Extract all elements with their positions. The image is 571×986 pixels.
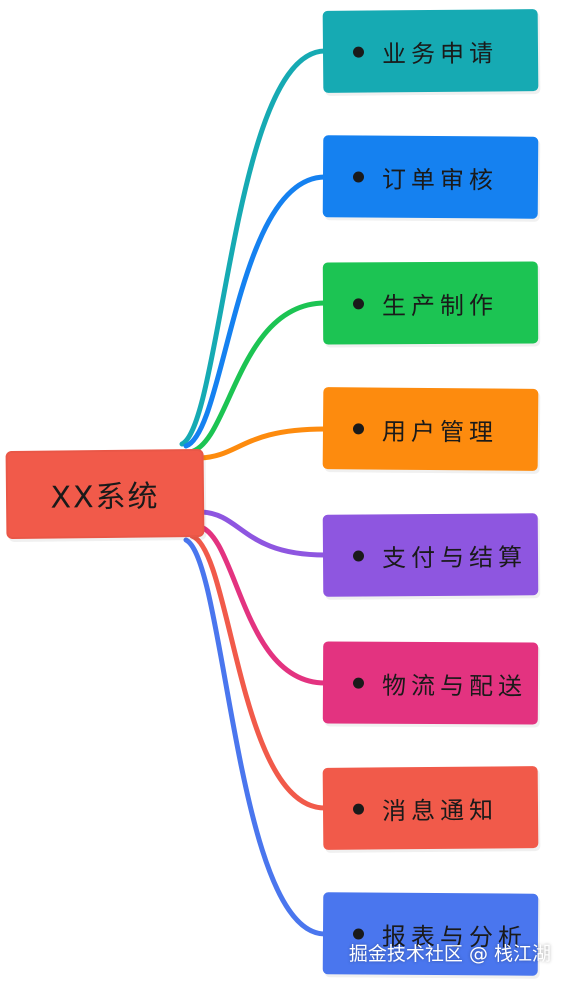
connector-line <box>195 523 328 686</box>
child-node: 生产制作 <box>322 261 539 345</box>
child-label: 消息通知 <box>381 795 499 825</box>
child-node: 物流与配送 <box>322 641 539 725</box>
connector-line <box>187 300 328 455</box>
child-label: 业务申请 <box>381 38 499 68</box>
root-label: XX系统 <box>50 479 160 516</box>
child-node: 消息通知 <box>322 766 539 850</box>
connector-line <box>183 537 328 937</box>
connector-line <box>199 509 328 558</box>
bullet-icon <box>352 549 365 562</box>
child-label: 物流与配送 <box>381 671 528 701</box>
bullet-icon <box>352 170 365 183</box>
bullet-icon <box>352 422 365 434</box>
child-label: 支付与结算 <box>381 542 528 572</box>
connector-line <box>183 174 328 449</box>
child-label: 订单审核 <box>381 165 499 194</box>
bullet-icon <box>352 803 365 815</box>
connector-line <box>179 48 328 447</box>
connector-line <box>197 426 328 461</box>
watermark: 掘金技术社区 @ 栈江湖 <box>348 943 551 965</box>
root-node: XX系统 <box>5 448 205 540</box>
bullet-icon <box>352 46 365 58</box>
child-label: 用户管理 <box>381 417 499 447</box>
bullet-icon <box>352 927 365 940</box>
child-node: 支付与结算 <box>322 513 539 597</box>
child-node: 订单审核 <box>322 135 539 219</box>
child-label: 生产制作 <box>381 291 499 320</box>
connector-line <box>189 533 328 811</box>
child-node: 业务申请 <box>322 9 539 93</box>
bullet-icon <box>352 677 365 689</box>
child-node: 用户管理 <box>322 387 539 471</box>
bullet-icon <box>352 297 365 309</box>
